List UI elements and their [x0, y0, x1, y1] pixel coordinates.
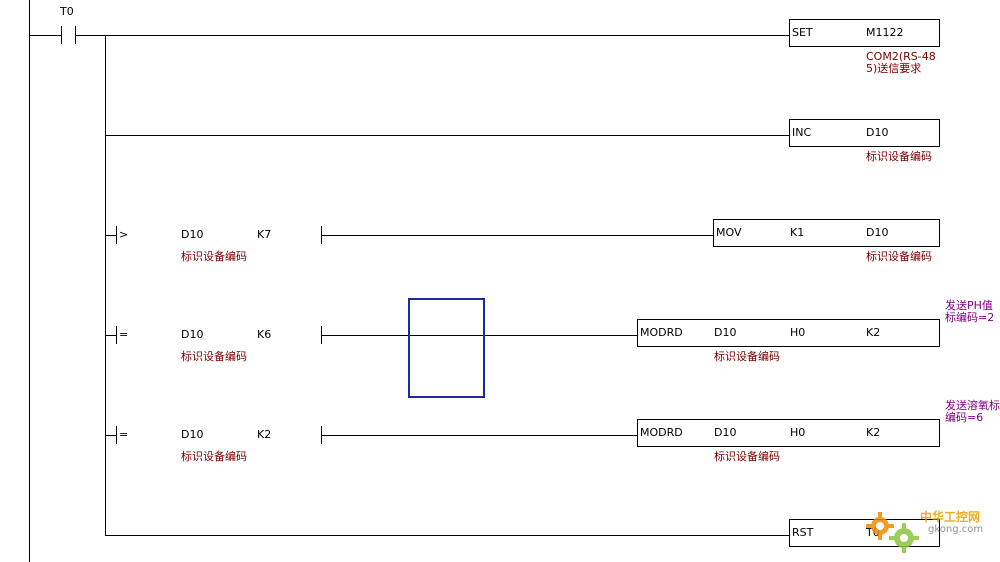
set-instr: SET	[792, 26, 813, 39]
cmp-gt-s1[interactable]: D10	[181, 228, 204, 241]
cmp-eq1-s1[interactable]: D10	[181, 328, 204, 341]
left-power-rail	[29, 0, 30, 562]
selection-cursor	[408, 298, 485, 398]
mov-dst: D10	[866, 226, 889, 239]
cmp-eq2-symbol: =	[119, 428, 129, 441]
cmp-eq2-comment: 标识设备编码	[181, 450, 247, 463]
inc-instr: INC	[792, 126, 812, 139]
modrd2-note: 发送溶氧标编码=6	[945, 399, 1000, 424]
modrd2-instruction-box[interactable]: MODRD D10 H0 K2	[637, 419, 940, 447]
t0-contact-label: T0	[60, 5, 74, 18]
rung3-stub	[105, 235, 117, 236]
modrd1-op3: K2	[866, 326, 881, 339]
set-instruction-box[interactable]: SET M1122	[789, 19, 940, 47]
modrd1-instruction-box[interactable]: MODRD D10 H0 K2	[637, 319, 940, 347]
watermark-brand: 中华工控网	[920, 510, 981, 524]
rst-instr: RST	[792, 526, 814, 539]
modrd1-comment: 标识设备编码	[714, 350, 780, 363]
cmp-eq2-s1[interactable]: D10	[181, 428, 204, 441]
rung4-wire	[321, 335, 638, 336]
gkong-watermark: 中华工控网 gkong.com	[862, 500, 1000, 558]
cmp-gt-s2[interactable]: K7	[257, 228, 272, 241]
mov-instr: MOV	[716, 226, 742, 239]
set-comment: COM2(RS-485)送信要求	[866, 50, 936, 75]
modrd2-comment: 标识设备编码	[714, 450, 780, 463]
modrd1-instr: MODRD	[640, 326, 683, 339]
inc-comment: 标识设备编码	[866, 150, 932, 163]
cmp-eq1-s2[interactable]: K6	[257, 328, 272, 341]
rung4-stub	[105, 335, 117, 336]
cmp-eq2-s2[interactable]: K2	[257, 428, 272, 441]
modrd1-note: 发送PH值标编码=2	[945, 299, 995, 324]
mov-src: K1	[790, 226, 805, 239]
modrd1-op1: D10	[714, 326, 737, 339]
mov-comment: 标识设备编码	[866, 250, 932, 263]
rung6-wire	[105, 535, 790, 536]
watermark-domain: gkong.com	[928, 524, 984, 535]
modrd2-instr: MODRD	[640, 426, 683, 439]
mov-instruction-box[interactable]: MOV K1 D10	[713, 219, 940, 247]
rung2-wire	[105, 135, 790, 136]
modrd2-op3: K2	[866, 426, 881, 439]
rung1-wire-left	[29, 35, 62, 36]
inc-instruction-box[interactable]: INC D10	[789, 119, 940, 147]
modrd2-op1: D10	[714, 426, 737, 439]
cmp-eq1-comment: 标识设备编码	[181, 350, 247, 363]
rung5-stub	[105, 435, 117, 436]
inc-operand: D10	[866, 126, 889, 139]
cmp-eq1-symbol: =	[119, 328, 129, 341]
rung3-wire	[321, 235, 714, 236]
t0-contact[interactable]	[61, 26, 77, 44]
rst-instruction-box[interactable]: RST T0	[789, 519, 940, 547]
modrd2-op2: H0	[790, 426, 806, 439]
cmp-gt-symbol: >	[119, 228, 129, 241]
rung5-wire	[321, 435, 638, 436]
cmp-gt-comment: 标识设备编码	[181, 250, 247, 263]
set-operand: M1122	[866, 26, 904, 39]
rung1-wire	[76, 35, 790, 36]
branch-bus	[105, 35, 106, 536]
modrd1-op2: H0	[790, 326, 806, 339]
gear-logo-icon	[866, 512, 919, 553]
